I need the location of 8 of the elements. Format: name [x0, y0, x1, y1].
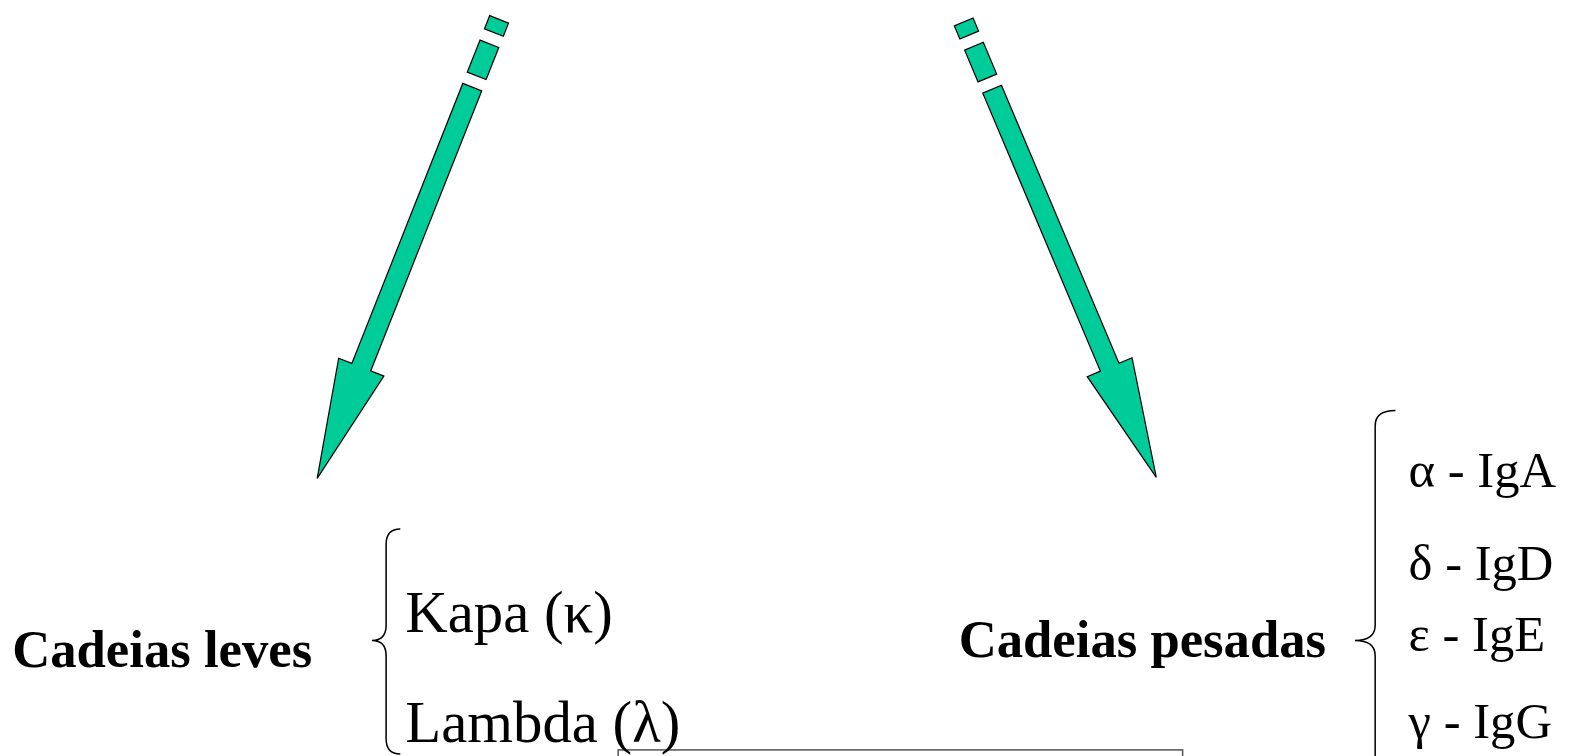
- list-item-text: ε - IgE: [1408, 609, 1546, 660]
- heading-text: Cadeias pesadas: [958, 612, 1327, 666]
- list-item-text: Kapa (κ): [405, 584, 613, 644]
- list-item-text: δ - IgD: [1408, 538, 1554, 589]
- heading-text: Cadeias leves: [12, 622, 313, 676]
- list-item-text: γ - IgG: [1408, 696, 1552, 747]
- list-item-text: Lambda (λ): [405, 693, 681, 753]
- list-item-text: α - IgA: [1408, 444, 1557, 496]
